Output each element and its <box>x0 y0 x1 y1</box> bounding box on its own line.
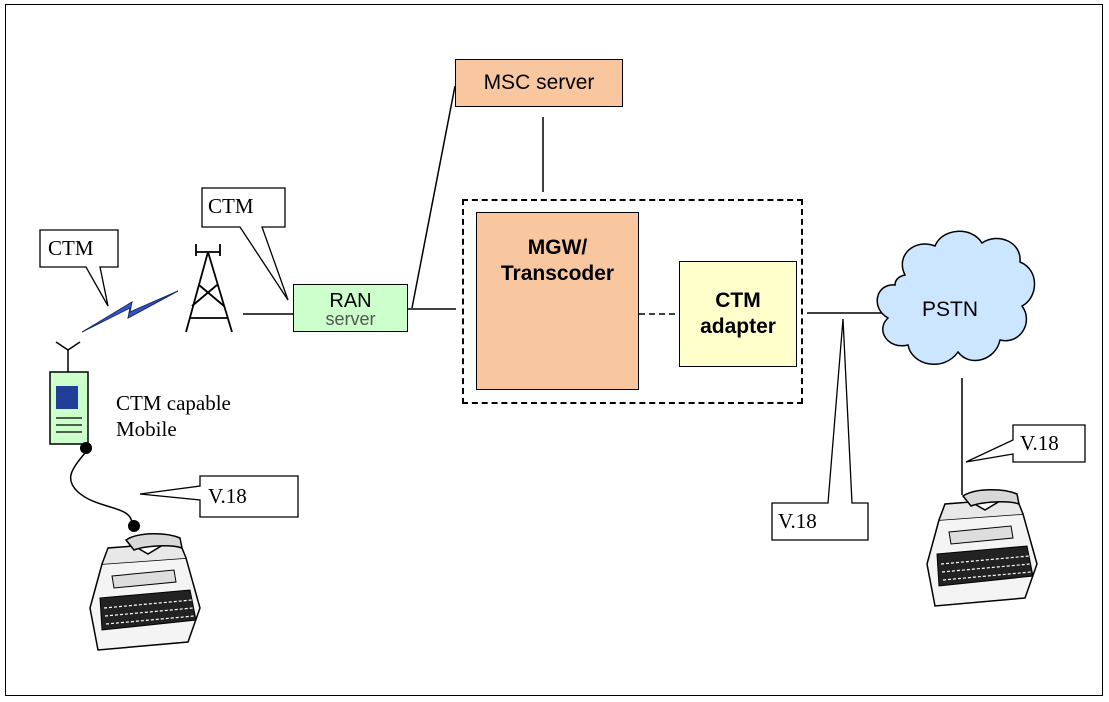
diagram-frame <box>5 4 1103 696</box>
text-telephone-icon <box>926 489 1038 607</box>
mgw-enclosure <box>462 199 803 404</box>
mgw-label-line1: MGW/ <box>527 236 588 259</box>
mgw-label-line2: Transcoder <box>500 262 615 286</box>
mobile-label-line1: CTM capable <box>116 391 231 415</box>
radio-link-icon <box>81 290 179 333</box>
ran-label-line2: server <box>325 309 376 329</box>
mobile-label: CTM capable Mobile <box>116 390 231 443</box>
antenna-tower-icon <box>185 244 233 333</box>
callout-v18-mobile <box>139 475 299 518</box>
ctm-adapter-box: CTM adapter <box>679 261 797 367</box>
msc-ran-link <box>411 85 456 309</box>
callout-v18-mobile-text: V.18 <box>208 484 247 508</box>
text-telephone-icon <box>89 533 201 651</box>
callout-v18-network <box>771 318 869 541</box>
callout-v18-pstn <box>965 424 1086 463</box>
ctm-adapter-label: CTM adapter <box>700 288 776 341</box>
msc-server-box: MSC server <box>455 59 623 107</box>
pstn-label: PSTN <box>922 298 979 321</box>
callout-v18-network-text: V.18 <box>778 509 817 533</box>
ran-server-box: RAN server <box>293 284 408 332</box>
ctm-adapter-line2: adapter <box>700 315 776 338</box>
callout-ctm-tower <box>201 187 289 301</box>
callout-ctm-air <box>39 229 119 307</box>
mobile-phone-icon <box>49 341 140 532</box>
ran-label-line1: RAN <box>329 290 372 312</box>
callout-ctm-tower-text: CTM <box>208 194 254 218</box>
mgw-transcoder-label: MGW/ Transcoder <box>501 235 614 288</box>
mobile-label-line2: Mobile <box>116 417 177 442</box>
callout-v18-pstn-text: V.18 <box>1020 431 1059 455</box>
callout-ctm-air-text: CTM <box>48 236 94 260</box>
ctm-adapter-line1: CTM <box>715 288 761 312</box>
mgw-transcoder-box: MGW/ Transcoder <box>476 212 639 390</box>
msc-server-label: MSC server <box>483 71 595 94</box>
pstn-cloud-icon <box>876 230 1036 365</box>
ran-server-label: RAN server <box>325 289 375 331</box>
